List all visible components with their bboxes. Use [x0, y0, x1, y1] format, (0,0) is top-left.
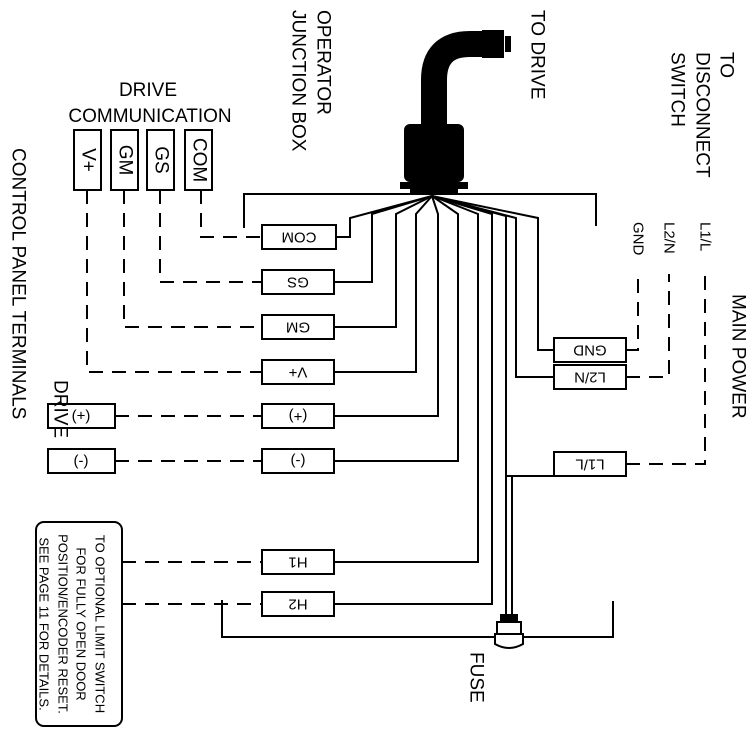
note-line-3: POSITION/ENCODER RESET.: [56, 534, 71, 714]
comm-terminal-gm[interactable]: GM: [110, 129, 139, 191]
drive-terminal-minus[interactable]: (-): [47, 448, 116, 474]
power-terminal-l2n[interactable]: L2/N: [553, 364, 627, 390]
drive-terminal-minus-label: (-): [74, 453, 89, 470]
junction-terminal-minus-label: (-): [291, 453, 306, 470]
comm-terminal-com[interactable]: COM: [184, 129, 213, 191]
power-terminal-l1l-label: L1/L: [575, 456, 604, 473]
disconnect-label-gnd: GND: [630, 222, 647, 256]
disconnect-label-l2n: L2/N: [661, 222, 678, 254]
label-switch: SWITCH: [667, 52, 688, 127]
comm-terminal-gm-label: GM: [115, 145, 136, 176]
label-to-drive: TO DRIVE: [527, 10, 548, 99]
junction-terminal-h2[interactable]: H2: [261, 591, 335, 617]
field-wiring: [86, 190, 706, 605]
limit-switch-note: SEE PAGE 11 FOR DETAILS. POSITION/ENCODE…: [35, 521, 123, 727]
junction-terminal-h1[interactable]: H1: [261, 549, 335, 575]
junction-box-outline: [243, 193, 597, 228]
comm-terminal-com-label: COM: [189, 138, 210, 182]
comm-terminal-gs-label: GS: [151, 146, 172, 173]
junction-terminal-vplus[interactable]: V+: [261, 359, 335, 385]
junction-terminal-h1-label: H1: [288, 554, 307, 571]
junction-terminal-gm-label: GM: [286, 319, 310, 336]
junction-terminal-plus[interactable]: (+): [261, 403, 335, 429]
note-line-1: TO OPTIONAL LIMIT SWITCH: [93, 535, 108, 713]
junction-terminal-gs[interactable]: GS: [261, 269, 335, 295]
power-terminal-gnd[interactable]: GND: [553, 337, 627, 363]
cable-gland: [400, 124, 468, 193]
junction-terminal-com-label: COM: [282, 229, 317, 246]
drive-cable: [421, 30, 511, 130]
junction-terminal-com[interactable]: COM: [261, 224, 337, 250]
junction-wires: [334, 195, 554, 616]
label-disconnect: DISCONNECT: [692, 52, 713, 178]
lower-bracket: [221, 600, 614, 638]
junction-terminal-vplus-label: V+: [288, 364, 307, 381]
comm-terminal-gs[interactable]: GS: [146, 129, 175, 191]
note-line-4: SEE PAGE 11 FOR DETAILS.: [37, 537, 52, 710]
junction-terminal-gm[interactable]: GM: [261, 314, 335, 340]
drive-terminal-plus-label: (+): [72, 408, 91, 425]
power-terminal-gnd-label: GND: [573, 342, 607, 359]
label-control-panel-terminals: CONTROL PANEL TERMINALS: [8, 148, 29, 419]
fuse-holder: [494, 614, 524, 649]
disconnect-label-l1l: L1/L: [697, 222, 714, 251]
label-main-power: MAIN POWER: [728, 294, 749, 419]
label-drive-side: DRIVE: [50, 380, 71, 438]
junction-terminal-minus[interactable]: (-): [261, 448, 335, 474]
comm-terminal-vplus-label: V+: [78, 148, 99, 172]
comm-terminal-vplus[interactable]: V+: [73, 129, 102, 191]
power-terminal-l1l[interactable]: L1/L: [553, 451, 627, 477]
power-terminal-l2n-label: L2/N: [574, 369, 606, 386]
note-line-2: FOR FULLY OPEN DOOR: [74, 547, 89, 700]
label-fuse: FUSE: [466, 652, 487, 703]
junction-terminal-gs-label: GS: [287, 274, 309, 291]
label-drive-communication-1: DRIVE: [119, 80, 177, 101]
label-operator: OPERATOR: [313, 10, 334, 115]
label-junction-box: JUNCTION BOX: [288, 10, 309, 152]
label-to: TO: [716, 52, 737, 78]
label-drive-communication-2: COMMUNICATION: [68, 106, 231, 127]
drive-terminal-plus[interactable]: (+): [47, 403, 116, 429]
junction-terminal-plus-label: (+): [289, 408, 308, 425]
junction-terminal-h2-label: H2: [288, 596, 307, 613]
